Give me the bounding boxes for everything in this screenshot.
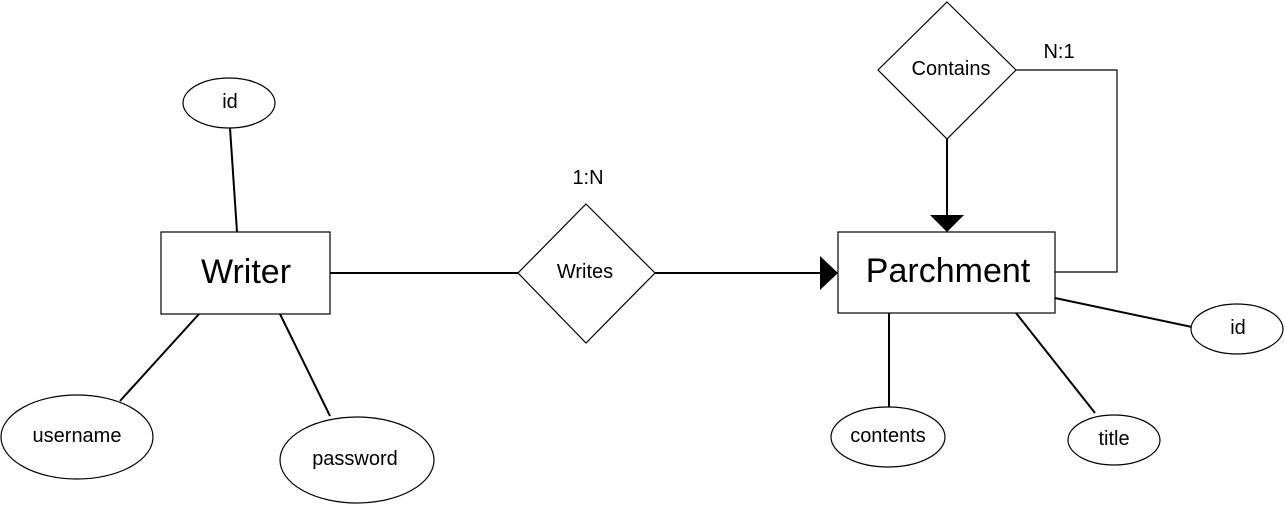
contains-relationship[interactable]: Contains: [877, 1, 1017, 140]
parchment-entity-box: [837, 231, 1056, 314]
writes-relationship-label: Writes: [557, 261, 613, 283]
contains-cardinality: N:1: [1043, 41, 1074, 63]
writer-id-connector: [229, 127, 238, 233]
writer-password-attribute[interactable]: password: [279, 416, 435, 504]
writer-username-connector: [119, 313, 200, 402]
writer-username-attribute[interactable]: username: [0, 394, 154, 480]
writes-cardinality: 1:N: [572, 167, 603, 189]
contains-relationship-label: Contains: [912, 58, 991, 80]
writes-relationship[interactable]: Writes: [517, 203, 656, 344]
parchment-title-ellipse: [1067, 414, 1161, 466]
parchment-id-ellipse: [1190, 303, 1284, 355]
parchment-id-connector: [1054, 297, 1193, 328]
contains-diamond: [877, 1, 1017, 140]
writer-password-label: password: [312, 448, 398, 470]
writer-entity-box: [160, 231, 331, 315]
writer-password-connector: [279, 313, 331, 417]
writer-id-ellipse: [182, 77, 276, 129]
writer-password-ellipse: [279, 416, 435, 504]
parchment-title-connector: [1015, 312, 1096, 414]
parchment-contents-label: contents: [850, 425, 926, 447]
contains-self-loop-connector: [1016, 69, 1118, 273]
writes-diamond: [517, 203, 656, 344]
parchment-id-label: id: [1230, 317, 1246, 339]
parchment-contents-ellipse: [830, 406, 946, 468]
writer-id-label: id: [222, 91, 238, 113]
writer-entity-label: Writer: [201, 253, 291, 291]
contains-arrowhead: [930, 215, 964, 232]
parchment-title-label: title: [1098, 428, 1129, 450]
parchment-entity[interactable]: Parchment: [837, 231, 1056, 314]
parchment-contents-attribute[interactable]: contents: [830, 406, 946, 468]
writer-entity[interactable]: Writer: [160, 231, 331, 315]
writer-id-attribute[interactable]: id: [182, 77, 276, 129]
parchment-id-attribute[interactable]: id: [1190, 303, 1284, 355]
writes-arrowhead: [820, 256, 838, 290]
writer-username-label: username: [33, 425, 122, 447]
writer-username-ellipse: [0, 394, 154, 480]
parchment-title-attribute[interactable]: title: [1067, 414, 1161, 466]
parchment-entity-label: Parchment: [866, 252, 1031, 290]
